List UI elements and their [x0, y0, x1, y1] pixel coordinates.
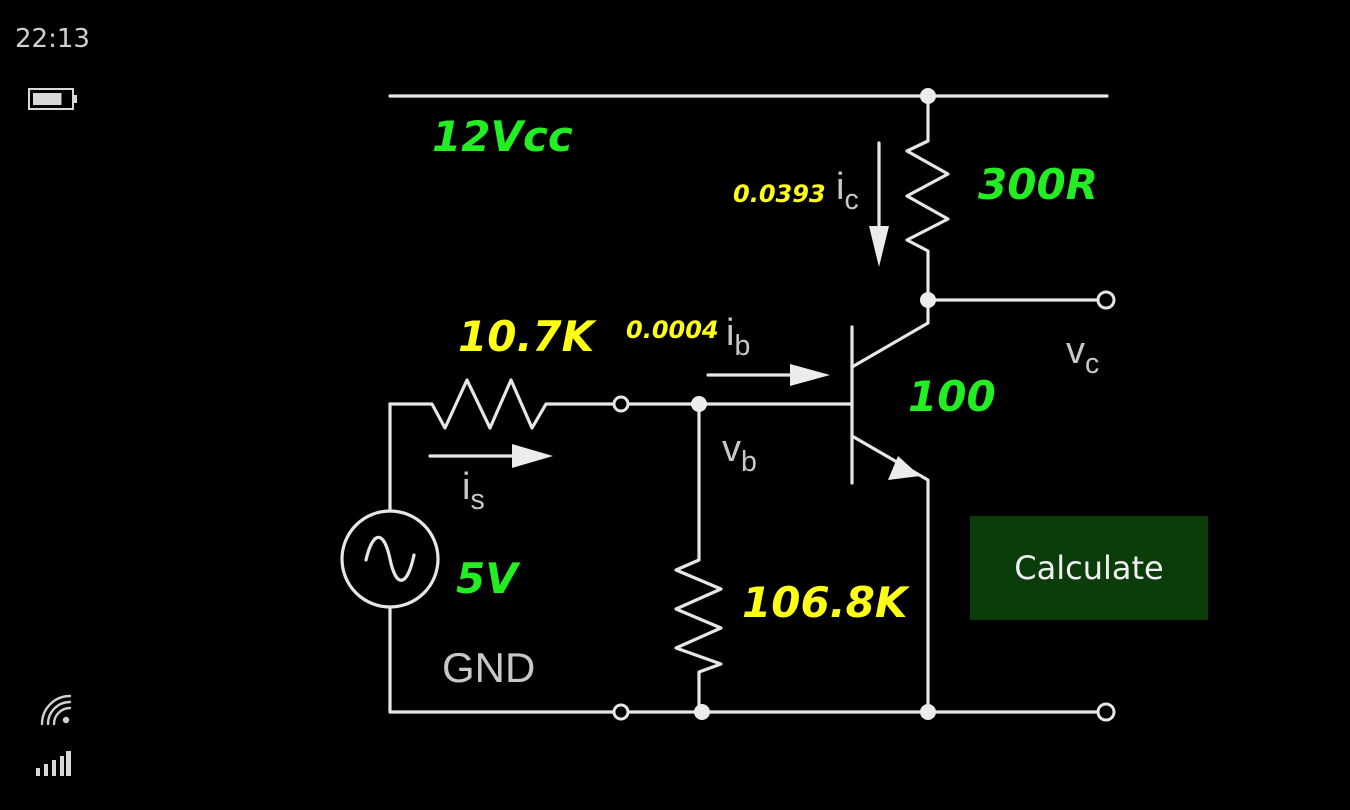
supply-voltage-value[interactable]: 12Vcc	[432, 112, 573, 161]
collector-current-value: 0.0393	[733, 180, 826, 208]
ib-symbol: ib	[726, 312, 751, 362]
collector-resistor-value[interactable]: 300R	[978, 160, 1099, 209]
transistor-collector	[850, 298, 930, 369]
ac-source-symbol	[340, 509, 440, 609]
vc-symbol: vc	[1066, 330, 1100, 380]
is-arrow-icon	[512, 444, 553, 468]
battery-icon	[28, 88, 77, 110]
ground-label: GND	[442, 644, 536, 691]
base-current-value: 0.0004	[626, 316, 719, 344]
is-symbol: is	[462, 466, 485, 516]
emitter-arrow-icon	[888, 456, 920, 480]
transistor-emitter	[850, 434, 930, 714]
collector-resistor-symbol	[905, 94, 950, 302]
bias-resistor-symbol	[674, 402, 723, 714]
base-resistor-value[interactable]: 10.7K	[458, 312, 595, 361]
ib-arrow-icon	[790, 364, 830, 386]
ic-symbol: ic	[836, 166, 859, 216]
base-resistor-symbol	[388, 378, 616, 430]
ic-arrow-icon	[869, 226, 889, 267]
source-voltage-value[interactable]: 5V	[456, 554, 518, 603]
sine-icon	[364, 536, 416, 582]
status-time: 22:13	[15, 24, 90, 54]
bias-resistor-value[interactable]: 106.8K	[742, 578, 908, 627]
beta-value[interactable]: 100	[908, 372, 996, 421]
calculate-button[interactable]: Calculate	[970, 516, 1208, 620]
cellular-signal-icon	[36, 751, 71, 776]
wifi-icon	[40, 694, 72, 726]
vb-symbol: vb	[722, 428, 757, 478]
